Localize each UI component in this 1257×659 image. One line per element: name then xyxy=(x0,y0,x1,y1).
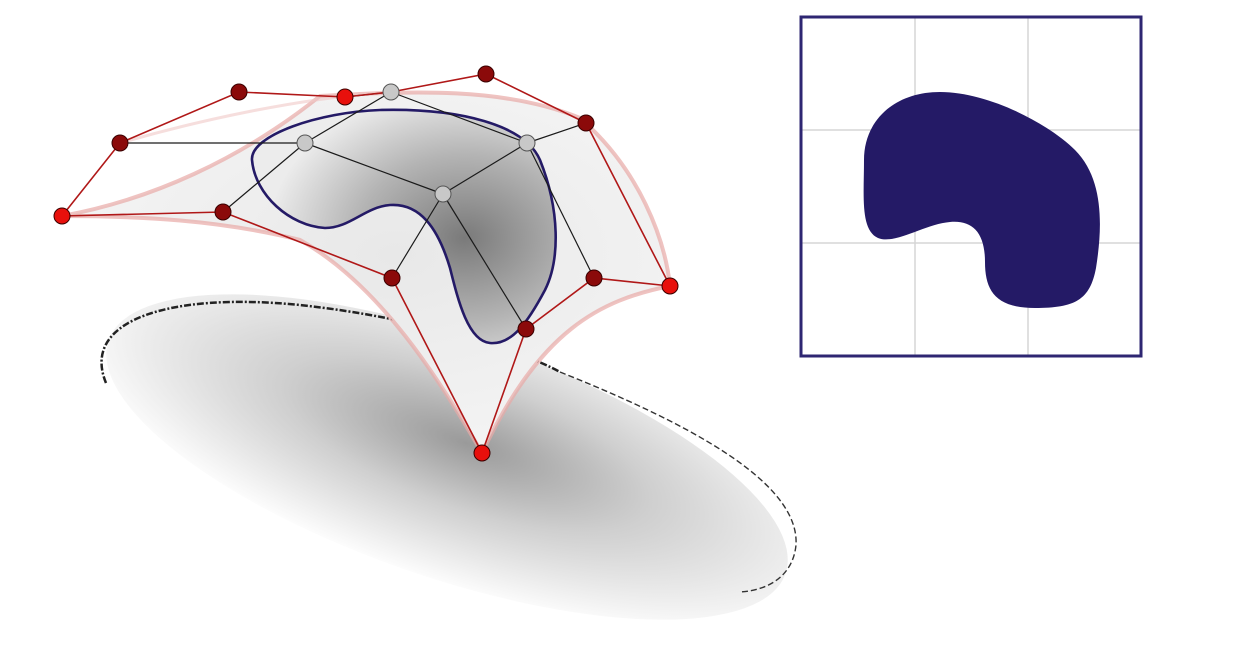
net-line xyxy=(391,193,444,279)
trimmed-region-icon xyxy=(863,92,1100,308)
corner-control-point[interactable] xyxy=(53,207,71,225)
net-line xyxy=(526,142,595,279)
boundary-control-point[interactable] xyxy=(517,320,535,338)
interior-control-points xyxy=(296,83,536,203)
trimmed-region-3d xyxy=(250,108,557,345)
parameter-domain-panel xyxy=(799,15,1143,358)
interior-control-point[interactable] xyxy=(434,185,452,203)
boundary-control-point[interactable] xyxy=(214,203,232,221)
shadow-ellipse xyxy=(106,294,788,620)
trim-region-shading xyxy=(251,109,556,344)
corner-control-point[interactable] xyxy=(661,277,679,295)
trim-curve xyxy=(250,108,557,345)
net-line xyxy=(304,91,392,144)
net-line xyxy=(222,142,306,213)
boundary-control-point[interactable] xyxy=(585,269,603,287)
net-boundary-left xyxy=(61,211,483,454)
boundary-control-point[interactable] xyxy=(111,134,129,152)
control-points xyxy=(53,65,679,462)
boundary-control-point[interactable] xyxy=(477,65,495,83)
ground-shadow xyxy=(100,294,797,620)
corner-control-point[interactable] xyxy=(473,444,491,462)
corner-control-point[interactable] xyxy=(336,88,354,106)
interior-control-point[interactable] xyxy=(382,83,400,101)
surface-edge-inner xyxy=(119,90,391,145)
boundary-control-point[interactable] xyxy=(383,269,401,287)
boundary-control-point[interactable] xyxy=(577,114,595,132)
shadow-outline-right xyxy=(559,371,797,593)
parameter-domain-frame xyxy=(799,15,1143,358)
net-line xyxy=(304,142,444,195)
net-line xyxy=(442,193,527,330)
net-line xyxy=(442,142,528,195)
net-line xyxy=(526,122,587,144)
net-boundary-top xyxy=(61,73,671,287)
boundary-control-point[interactable] xyxy=(230,83,248,101)
interior-control-point[interactable] xyxy=(518,134,536,152)
boundary-control-net xyxy=(61,73,671,454)
net-line xyxy=(390,91,528,144)
net-boundary-right xyxy=(481,277,671,454)
interior-control-point[interactable] xyxy=(296,134,314,152)
